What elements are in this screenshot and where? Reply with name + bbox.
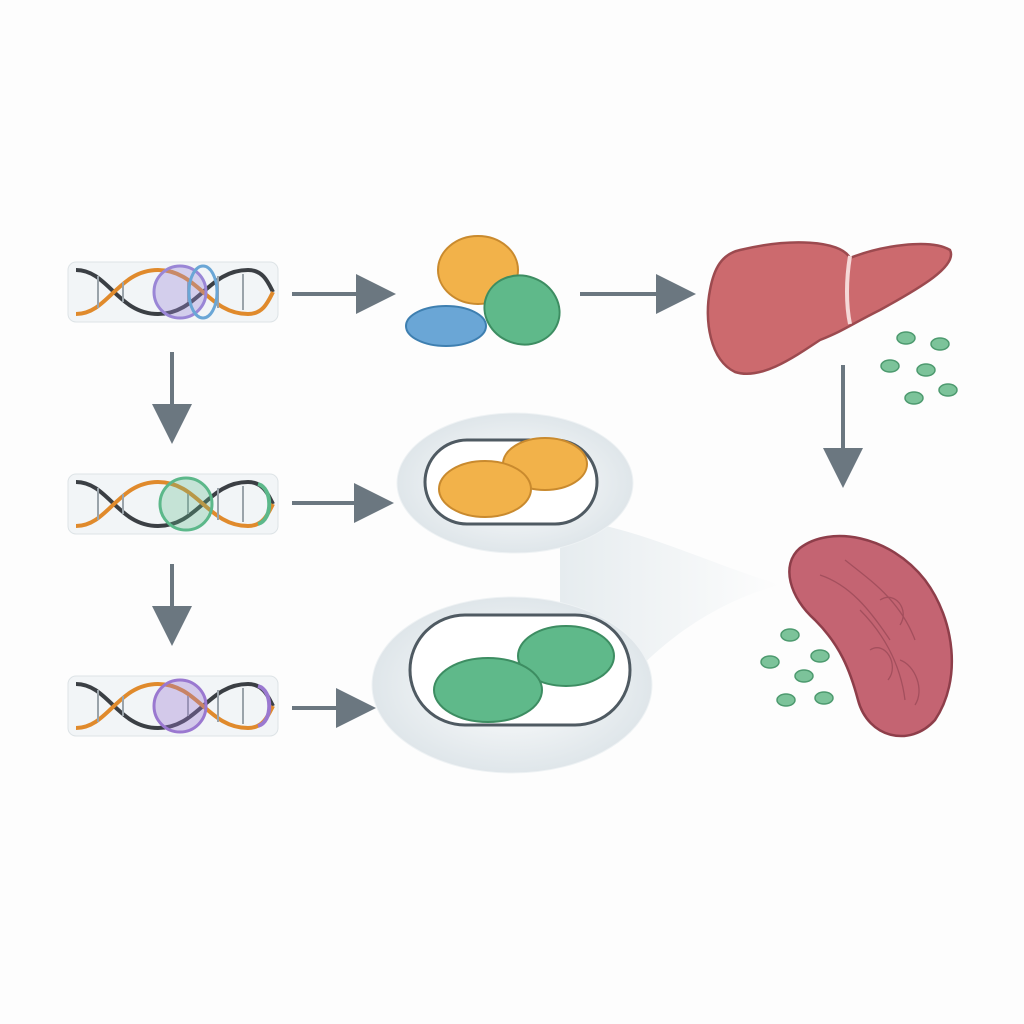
green-cell xyxy=(483,274,561,346)
particles-liver xyxy=(880,331,958,405)
cell-cluster xyxy=(405,235,561,347)
dna-strand-3 xyxy=(67,675,279,737)
dna-strand-1 xyxy=(67,261,279,323)
arrows xyxy=(152,274,863,728)
blue-cell xyxy=(405,305,487,347)
capsule-green xyxy=(408,613,632,727)
capsule-orange xyxy=(423,437,599,526)
kidney xyxy=(788,534,953,738)
dna-strand-2 xyxy=(67,473,279,535)
particles-kidney xyxy=(760,628,834,707)
liver xyxy=(706,241,953,375)
